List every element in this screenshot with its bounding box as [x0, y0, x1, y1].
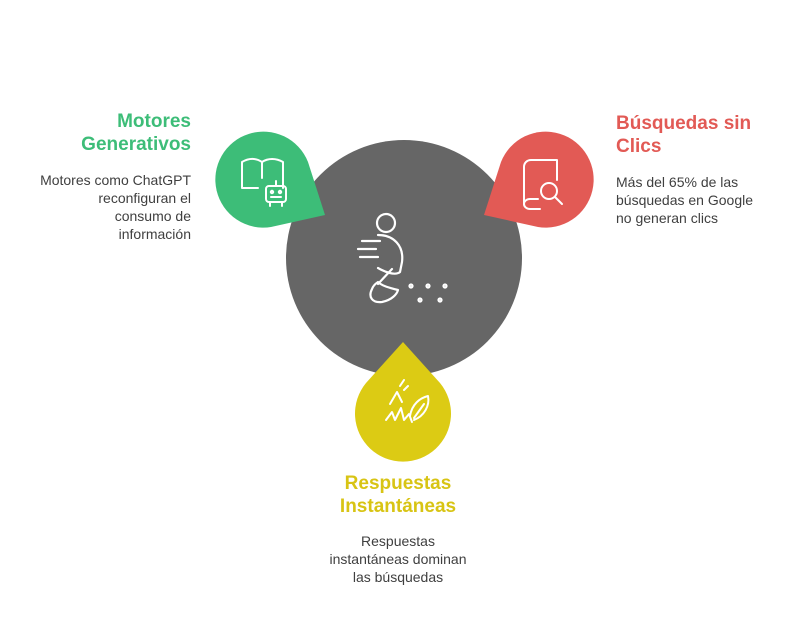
instantaneas-description: Respuestas instantáneas dominan las búsq…: [303, 532, 493, 586]
generativos-desc-line: consumo de: [114, 208, 191, 224]
clics-desc-line: no generan clics: [616, 210, 718, 226]
generativos-title-line: Motores: [117, 111, 191, 132]
clics-title-line: Búsquedas sin: [616, 113, 752, 134]
instantaneas-badge: [355, 342, 451, 462]
instantaneas-desc-line: Respuestas: [361, 533, 435, 549]
generativos-title: Motores Generativos: [20, 110, 191, 156]
center-circle: [286, 140, 522, 376]
instantaneas-title-line: Respuestas: [344, 473, 452, 494]
generativos-desc-line: información: [118, 226, 191, 242]
generativos-drop: [215, 131, 325, 228]
instantaneas-title-line: Instantáneas: [339, 496, 457, 517]
clics-title-line: Clics: [616, 136, 662, 157]
clics-desc-line: Más del 65% de las: [616, 174, 739, 190]
instantaneas-desc-line: las búsquedas: [352, 569, 444, 585]
generativos-desc-line: reconfiguran el: [98, 190, 191, 206]
generativos-badge: [215, 131, 325, 228]
instantaneas-desc-line: instantáneas dominan: [329, 551, 467, 567]
instantaneas-title: Respuestas Instantáneas: [303, 472, 493, 518]
clics-title: Búsquedas sin Clics: [616, 112, 786, 158]
generativos-description: Motores como ChatGPT reconfiguran el con…: [20, 171, 191, 243]
instantaneas-drop: [355, 342, 451, 462]
book-search-icon: [523, 159, 563, 210]
book-robot-icon: [241, 158, 287, 207]
generativos-title-line: Generativos: [81, 134, 191, 155]
clics-badge: [484, 131, 594, 228]
generativos-desc-line: Motores como ChatGPT: [40, 172, 191, 188]
clics-drop: [484, 131, 594, 228]
person-sweeping-icon: [356, 212, 448, 304]
clics-desc-line: búsquedas en Google: [616, 192, 753, 208]
clics-description: Más del 65% de las búsquedas en Google n…: [616, 173, 781, 227]
fire-leaf-icon: [385, 379, 430, 423]
